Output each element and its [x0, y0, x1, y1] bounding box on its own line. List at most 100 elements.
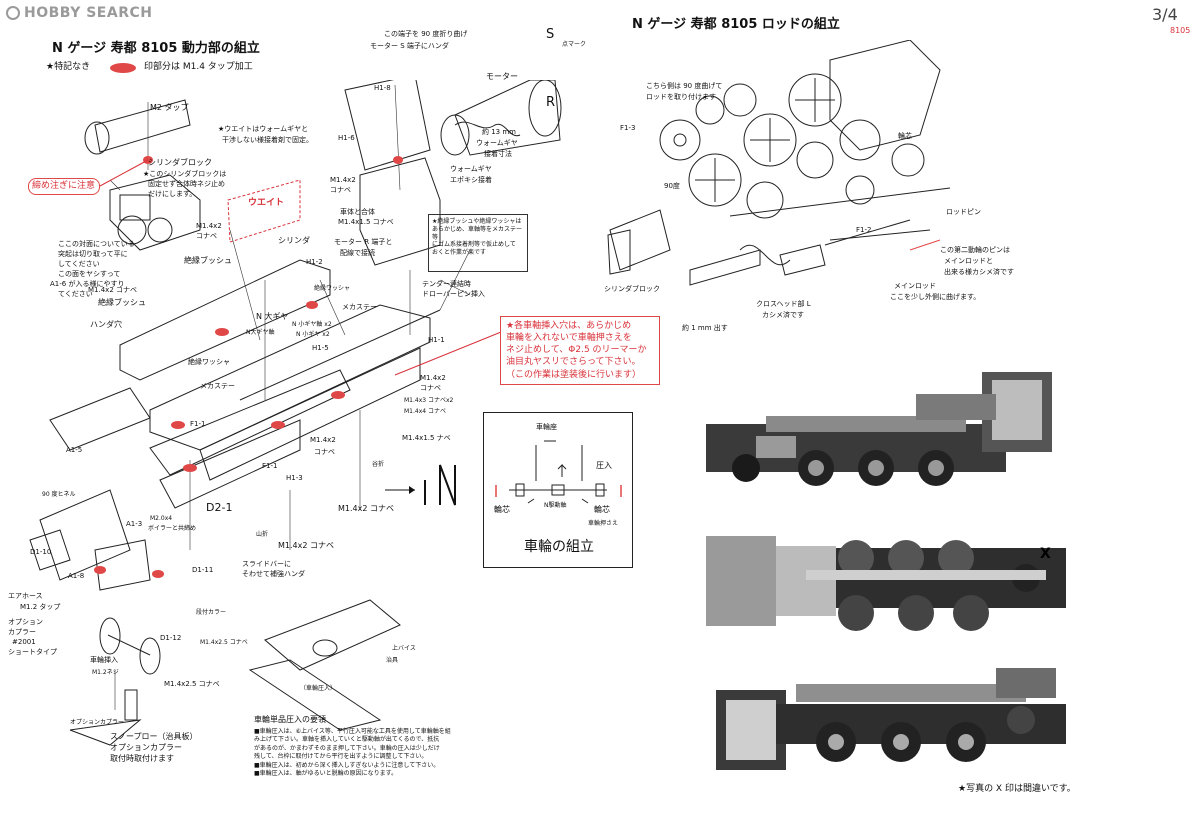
label-konabe-c: コナベ	[330, 186, 351, 194]
right-title: N ゲージ 寿都 8105 ロッドの組立	[632, 17, 840, 32]
label-cylinder-note-1: ★このシリンダブロックは	[143, 170, 227, 178]
chassis-photo-1-drawing	[706, 372, 1052, 486]
label-m14x25-a: M1.4x2.5 コナベ	[200, 639, 248, 646]
label-m12-tap: M1.2 タップ	[20, 603, 61, 611]
wheel-box-title: 車輪の組立	[524, 539, 594, 555]
label-short-type: ショートタイプ	[8, 648, 57, 656]
logo-mark-icon	[6, 6, 20, 20]
press-fit-notes: 車輪単品圧入の要領 ■車輪圧入は、⑥上バイス等、平行圧入可能な工具を使用して車輪…	[254, 714, 524, 778]
red-note-line: 油目丸ヤスリでさらって下さい。	[506, 357, 641, 368]
label-bend-terminal-1: この端子を 90 度折り曲げ	[384, 30, 468, 38]
rod-label-hub: 輪芯	[898, 132, 912, 140]
label-cylinder-block: シリンダブロック	[148, 158, 212, 167]
label-weight-note-1: ★ウエイトはウォームギヤと	[218, 125, 309, 133]
label-option-coupler-b: オプションカプラー	[110, 743, 182, 752]
wheel-label-seat: 車輪座	[536, 423, 557, 431]
wheel-assembly-box: 車輪座 圧入 輪芯 N駆動軸 輪芯 車輪押さえ 車輪の組立	[483, 412, 633, 568]
label-file-note-3: てください	[58, 290, 93, 298]
rod-label-90deg: 90度	[664, 182, 680, 190]
press-fit-line: ■車輪圧入は、軸がゆるいと脱輪の原因になります。	[254, 769, 398, 777]
wheel-label-hub-right: 輪芯	[594, 505, 610, 514]
label-m14x3: M1.4x3 コナベx2	[404, 397, 454, 404]
chassis-photo-2: X	[706, 518, 1080, 644]
rod-label-second-driver-2: メインロッドと	[944, 257, 993, 265]
rod-label-second-driver-3: 出来る様カシメ済です	[944, 268, 1014, 276]
label-weight-note-2: 干渉しない様接着剤で固定。	[222, 136, 313, 144]
label-h1-3: H1-3	[286, 474, 303, 482]
label-trim-note-3: してください	[58, 260, 100, 268]
label-m14x2-c: M1.4x2	[330, 176, 356, 184]
page-code: 8105	[1170, 26, 1191, 35]
left-title: N ゲージ 寿都 8105 動力部の組立	[52, 41, 260, 56]
label-h1-8: H1-8	[374, 84, 391, 92]
label-tender-coupling-2: ドローバーピン挿入	[422, 290, 485, 298]
note-box-insulating: ★絶縁ブッシュや絶縁ワッシャは あらかじめ、車軸等をメカステー等 にゴム系接着剤…	[428, 214, 528, 272]
label-d1-11: D1-11	[192, 566, 214, 574]
label-d2-1: D2-1	[206, 501, 233, 514]
label-n-large-gear-axle: N大ギヤ軸	[246, 329, 275, 336]
label-combine-body: 車体と合体	[340, 208, 375, 216]
label-boiler-joint: ボイラーと共締め	[148, 525, 197, 532]
label-n-small-gear: N 小ギヤ x2	[296, 331, 330, 338]
label-snowplow: スノープロー（治具板）	[110, 732, 198, 741]
label-mountain-fold: 山折	[256, 531, 269, 538]
label-h1-6: H1-6	[338, 134, 355, 142]
label-m14x2-b: M1.4x2 コナベ	[88, 286, 137, 294]
label-d1-12: D1-12	[160, 634, 182, 642]
label-m14x2-a: M1.4x2	[196, 222, 222, 230]
rod-label-crosshead-2: カシメ済です	[762, 311, 804, 319]
label-mecha-stay-a: メカステー	[200, 382, 235, 390]
label-tender-coupling-1: テンダー連結時	[422, 280, 471, 288]
label-m2-tap: M2 タップ	[150, 103, 189, 112]
label-weight: ウエイト	[248, 198, 285, 208]
label-slidebar-1: スライドバーに	[242, 560, 291, 568]
label-cylinder: シリンダ	[278, 236, 310, 245]
label-mecha-stay-b: メカステー	[342, 303, 377, 311]
caution-oval	[28, 178, 100, 195]
label-approx-13mm: 約 13 mm	[482, 128, 516, 136]
label-terminal-r: R	[546, 95, 556, 110]
chassis-photo-3-drawing	[716, 668, 1066, 770]
rod-label-f1-2: F1-2	[856, 226, 872, 234]
label-m20x4: M2.0x4	[150, 515, 173, 522]
label-slidebar-2: そわせて補強ハンダ	[242, 570, 305, 578]
note-line: おくと作業が楽です	[432, 249, 487, 257]
label-f1-1-a: F1-1	[190, 420, 206, 428]
label-insulating-bush-b: 絶縁ブッシュ	[98, 298, 146, 307]
label-caution: 締め注ぎに注意	[32, 181, 96, 191]
label-cylinder-note-2: 固定せず合体時ネジ止め	[148, 180, 225, 188]
label-dot-mark: 点マーク	[562, 41, 587, 48]
label-twist-90: 90 度ヒネル	[42, 491, 76, 498]
label-n-large-gear: N 大ギヤ	[256, 312, 289, 321]
label-solder-hole: ハンダ穴	[90, 320, 122, 329]
label-m14x2-d: M1.4x2	[420, 374, 446, 382]
note-line: あらかじめ、車軸等をメカステー等	[432, 225, 523, 241]
red-note-line: ★各車軸挿入穴は、あらかじめ	[506, 321, 632, 331]
label-2001: #2001	[12, 638, 36, 646]
label-jig: 治具	[386, 657, 399, 664]
rod-label-crosshead-1: クロスヘッド部 L	[756, 300, 811, 308]
note-line: ★絶縁ブッシュや絶縁ワッシャは	[432, 218, 522, 225]
label-h1-2: H1-2	[306, 258, 323, 266]
rod-label-bend-90-2: ロッドを取り付けます	[646, 93, 716, 101]
rod-assembly-diagram	[607, 40, 951, 286]
rod-label-main-rod: メインロッド	[894, 282, 936, 290]
label-h1-1: H1-1	[428, 336, 445, 344]
label-a1-3: A1-3	[126, 520, 143, 528]
press-fit-line: み上げて下さい。車軸を挿入していくと駆動軸が出てくるので、抵抗	[254, 736, 440, 744]
note-line: にゴム系接着剤等で仮止めして	[432, 241, 516, 249]
red-note-line: （この作業は塗装後に行います）	[506, 369, 642, 380]
label-attach-when: 取付時取付けます	[110, 754, 174, 763]
label-cylinder-note-3: だけにします。	[148, 190, 197, 198]
red-note-line: ネジ止めして、Φ2.5 のリーマーか	[506, 345, 647, 356]
press-fit-line: ■車輪圧入は、初めから深く挿入しすぎないように注意して下さい。	[254, 761, 440, 769]
red-reamer-note: ★各車軸挿入穴は、あらかじめ 車輪を入れないで車軸押さえを ネジ止めして、Φ2.…	[500, 316, 660, 385]
legend-marked: 印部分は M1.4 タップ加工	[144, 62, 253, 72]
press-fit-line: ■車輪圧入は、⑥上バイス等、平行圧入可能な工具を使用して車輪軸を組	[254, 728, 451, 735]
press-fit-line: があるのが、かまわずそのまま押して下さい。車輪の圧入は少しだけ	[254, 744, 440, 752]
label-worm-gear-b: ウォームギヤ	[450, 165, 492, 173]
label-coupler-1: カプラー	[8, 628, 36, 636]
label-m14x2-konabe-f: M1.4x2 コナベ	[338, 504, 394, 513]
label-wheel-insert: 車輪挿入	[90, 656, 118, 664]
label-terminal-s: S	[546, 27, 555, 42]
